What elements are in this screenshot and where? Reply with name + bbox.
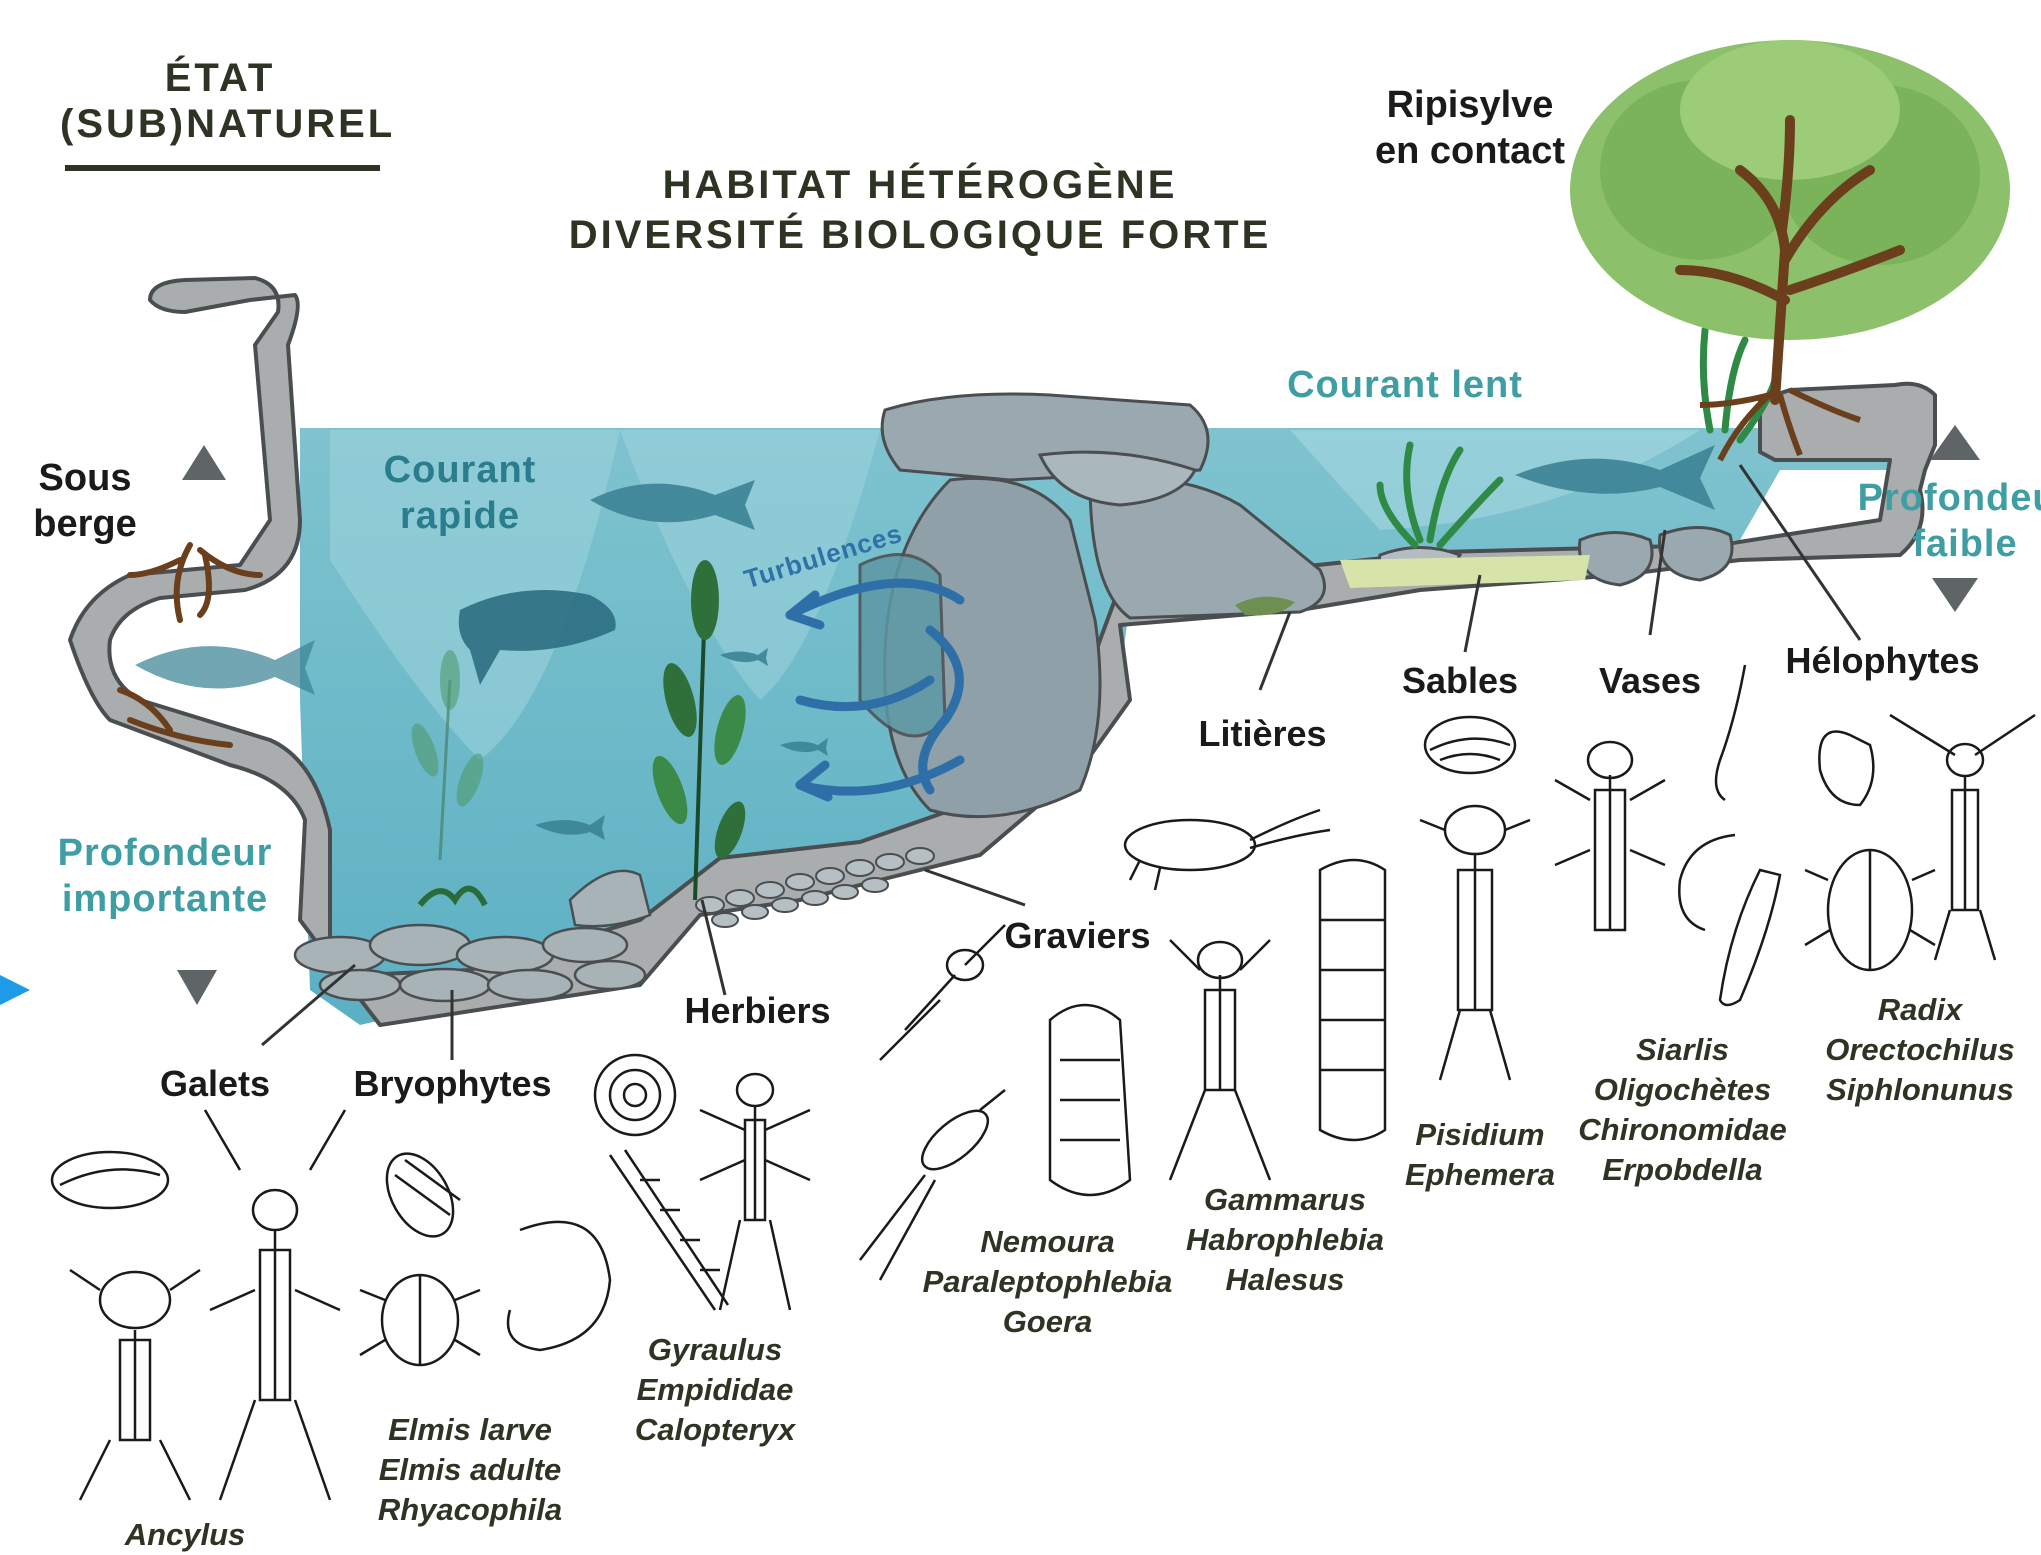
taxon-name: Habrophlebia — [1180, 1220, 1390, 1260]
state-title: ÉTAT (SUB)NATUREL — [60, 55, 380, 147]
current-fast-line: rapide — [360, 493, 560, 539]
current-fast-label: Courant rapide — [360, 447, 560, 539]
riparian-label: Ripisylve en contact — [1335, 82, 1605, 174]
insect-larva-icon — [610, 1150, 728, 1310]
taxa-list-helophytes: Radix Orectochilus Siphlonunus — [1815, 990, 2025, 1110]
snail-icon — [1819, 732, 1873, 805]
mussel-icon — [1425, 717, 1515, 773]
insect-larva-icon — [1320, 860, 1385, 1140]
insect-larva-icon — [1050, 1005, 1130, 1195]
down-triangle-icon — [1932, 578, 1978, 612]
undercut-bank-line: berge — [15, 501, 155, 547]
taxa-list-galets: Ancylus — [110, 1515, 260, 1555]
up-triangle-icon — [1930, 425, 1980, 460]
current-fast-line: Courant — [360, 447, 560, 493]
taxa-list-herbiers: Gyraulus Empididae Calopteryx — [615, 1330, 815, 1450]
taxon-name: Orectochilus — [1815, 1030, 2025, 1070]
insect-larva-icon — [1555, 742, 1665, 930]
taxon-name: Goera — [915, 1302, 1180, 1342]
insect-larva-icon — [70, 1270, 200, 1500]
pointer-arrow-icon — [0, 975, 30, 1005]
habitat-label-litieres: Litières — [1185, 713, 1340, 755]
taxon-name: Erpobdella — [1570, 1150, 1795, 1190]
habitat-label-bryophytes: Bryophytes — [340, 1063, 565, 1105]
worm-icon — [1720, 870, 1780, 1005]
depth-high-line: importante — [40, 876, 290, 922]
insect-larva-icon — [205, 1110, 345, 1500]
insect-larva-icon — [700, 1074, 810, 1310]
taxa-list-vases: Siarlis Oligochètes Chironomidae Erpobde… — [1570, 1030, 1795, 1190]
taxon-name: Chironomidae — [1570, 1110, 1795, 1150]
worm-icon — [1716, 665, 1745, 800]
worm-icon — [1679, 835, 1735, 930]
state-title-line: ÉTAT — [60, 55, 380, 101]
habitat-label-sables: Sables — [1390, 660, 1530, 702]
riparian-label-line: Ripisylve — [1335, 82, 1605, 128]
taxon-name: Siphlonunus — [1815, 1070, 2025, 1110]
taxon-name: Halesus — [1180, 1260, 1390, 1300]
insect-larva-icon — [508, 1222, 610, 1350]
taxon-name: Siarlis — [1570, 1030, 1795, 1070]
habitat-label-vases: Vases — [1585, 660, 1715, 702]
taxon-name: Oligochètes — [1570, 1070, 1795, 1110]
taxon-name: Paraleptophlebia — [915, 1262, 1180, 1302]
insect-larva-icon — [1170, 940, 1270, 1180]
habitat-label-helophytes: Hélophytes — [1770, 640, 1995, 682]
headline: HABITAT HÉTÉROGÈNE DIVERSITÉ BIOLOGIQUE … — [540, 160, 1300, 260]
habitat-label-herbiers: Herbiers — [670, 990, 845, 1032]
down-triangle-icon — [177, 970, 217, 1005]
beetle-icon — [1805, 850, 1935, 970]
taxa-list-bryophytes: Elmis larve Elmis adulte Rhyacophila — [360, 1410, 580, 1530]
headline-line: DIVERSITÉ BIOLOGIQUE FORTE — [540, 210, 1300, 260]
up-triangle-icon — [182, 445, 226, 480]
insect-larva-icon — [1420, 806, 1530, 1080]
taxon-name: Ancylus — [110, 1515, 260, 1555]
depth-low-line: faible — [1840, 521, 2041, 567]
state-title-underline — [65, 165, 380, 171]
taxa-list-graviers: Nemoura Paraleptophlebia Goera — [915, 1222, 1180, 1342]
sand-strip — [1340, 555, 1590, 588]
insect-larva-icon — [373, 1142, 466, 1248]
snail-icon — [595, 1055, 675, 1135]
taxon-name: Elmis larve — [360, 1410, 580, 1450]
taxon-name: Gyraulus — [615, 1330, 815, 1370]
taxa-list-sables: Pisidium Ephemera — [1395, 1115, 1565, 1195]
insect-larva-icon — [880, 925, 1005, 1060]
taxon-name: Calopteryx — [615, 1410, 815, 1450]
mussel-icon — [52, 1152, 168, 1208]
taxon-name: Rhyacophila — [360, 1490, 580, 1530]
habitat-label-galets: Galets — [150, 1063, 280, 1105]
depth-high-label: Profondeur importante — [40, 830, 290, 922]
state-title-line: (SUB)NATUREL — [60, 101, 380, 147]
habitat-label-graviers: Graviers — [990, 915, 1165, 957]
depth-low-line: Profondeur — [1840, 475, 2041, 521]
insect-larva-icon — [1125, 810, 1330, 890]
taxon-name: Radix — [1815, 990, 2025, 1030]
taxon-name: Elmis adulte — [360, 1450, 580, 1490]
current-slow-label: Courant lent — [1255, 362, 1555, 408]
depth-low-label: Profondeur faible — [1840, 475, 2041, 567]
taxon-name: Nemoura — [915, 1222, 1180, 1262]
riparian-label-line: en contact — [1335, 128, 1605, 174]
taxon-name: Ephemera — [1395, 1155, 1565, 1195]
taxon-name: Empididae — [615, 1370, 815, 1410]
beetle-icon — [360, 1275, 480, 1365]
taxa-list-litieres: Gammarus Habrophlebia Halesus — [1180, 1180, 1390, 1300]
headline-line: HABITAT HÉTÉROGÈNE — [540, 160, 1300, 210]
undercut-bank-label: Sous berge — [15, 455, 155, 547]
taxon-name: Pisidium — [1395, 1115, 1565, 1155]
depth-high-line: Profondeur — [40, 830, 290, 876]
taxon-name: Gammarus — [1180, 1180, 1390, 1220]
undercut-bank-line: Sous — [15, 455, 155, 501]
